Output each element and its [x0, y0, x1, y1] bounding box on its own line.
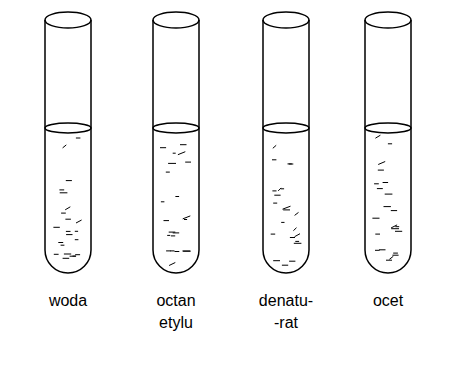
liquid-dash [274, 195, 280, 196]
test-tube [153, 12, 199, 273]
liquid-dash [65, 207, 70, 210]
liquid-dash [66, 234, 72, 235]
liquid-dash [391, 228, 399, 229]
liquid-dash [278, 188, 281, 191]
liquid-dash [392, 255, 398, 256]
liquid-dash [288, 163, 292, 164]
liquid-dash [184, 219, 187, 220]
liquid-dash [175, 251, 180, 252]
liquid-dash [180, 144, 187, 145]
liquid-dash [273, 145, 276, 148]
liquid-dash [75, 231, 78, 232]
liquid-dash [173, 153, 176, 154]
liquid-dash [295, 212, 299, 215]
liquid-dash [374, 183, 379, 184]
liquid-dash [273, 260, 280, 261]
liquid-dash [61, 213, 66, 214]
liquid-dash [295, 241, 299, 242]
liquid-dash [391, 225, 397, 228]
liquid-dash [294, 243, 302, 244]
liquid-dash [54, 254, 59, 255]
liquid-dash [63, 258, 70, 259]
tube-label: woda [28, 290, 108, 312]
liquid-dash [283, 209, 290, 210]
test-tube [45, 12, 91, 273]
liquid-dash [293, 228, 296, 231]
liquid-dash [183, 216, 191, 219]
liquid-dash [60, 192, 68, 193]
liquid-dash [53, 227, 59, 228]
liquid-dash [75, 239, 79, 240]
liquid-dash [385, 194, 393, 195]
liquid-dash [76, 220, 82, 223]
liquid-dash [183, 251, 191, 252]
liquid-dash [375, 234, 380, 235]
liquid-dash [164, 220, 170, 221]
liquid-dash [66, 180, 72, 181]
liquid-dash [378, 162, 385, 165]
liquid-dash [273, 203, 277, 204]
liquid-dash [168, 163, 176, 164]
liquid-dash [372, 218, 379, 219]
liquid-dash [160, 147, 166, 148]
liquid-dash [395, 231, 402, 232]
liquid-dash [63, 145, 67, 148]
liquid-dash [166, 172, 170, 173]
liquid-dash [383, 182, 389, 183]
liquid-dash [65, 219, 71, 220]
liquid-dash [391, 210, 397, 211]
liquid-dash [169, 232, 176, 233]
liquid-dash [70, 256, 76, 257]
liquid-dash [272, 190, 276, 191]
liquid-dash [170, 250, 174, 251]
tube-label: octan etylu [146, 290, 206, 334]
liquid-dash [375, 135, 380, 138]
liquid-dash [178, 152, 185, 155]
liquid-dash [386, 260, 392, 261]
tube-label: ocet [348, 290, 428, 312]
liquid-dash [169, 263, 175, 266]
test-tube [263, 12, 309, 273]
liquid-dash [161, 201, 165, 202]
liquid-dash [281, 222, 284, 223]
liquid-dash [182, 251, 190, 252]
liquid-dash [283, 206, 291, 209]
liquid-dash [377, 188, 383, 189]
liquid-dash [76, 138, 81, 139]
liquid-dash [175, 196, 179, 197]
tube-label: denatu- -rat [254, 290, 318, 334]
liquid-dash [384, 206, 391, 207]
liquid-dash [272, 159, 276, 160]
liquid-dash [295, 234, 300, 237]
liquid-dash [388, 143, 392, 144]
liquid-dash [379, 249, 386, 250]
liquid-texture [53, 135, 402, 265]
liquid-dash [375, 250, 380, 251]
liquid-dash [389, 256, 393, 259]
liquid-dash [167, 235, 170, 236]
liquid-dash [64, 254, 71, 255]
liquid-dash [289, 261, 295, 262]
liquid-dash [75, 254, 80, 255]
test-tube [365, 12, 411, 273]
liquid-dash [171, 235, 175, 236]
liquid-dash [395, 226, 399, 227]
liquid-dash [271, 234, 276, 235]
liquid-dash [185, 162, 191, 163]
liquid-dash [58, 242, 63, 243]
liquid-dash [378, 170, 384, 171]
liquid-dash [393, 253, 398, 254]
liquid-dash [66, 231, 71, 232]
liquid-dash [166, 250, 171, 251]
liquid-dash [282, 265, 288, 266]
liquid-dash [290, 237, 295, 238]
liquid-dash [61, 245, 65, 246]
liquid-dash [59, 189, 64, 190]
